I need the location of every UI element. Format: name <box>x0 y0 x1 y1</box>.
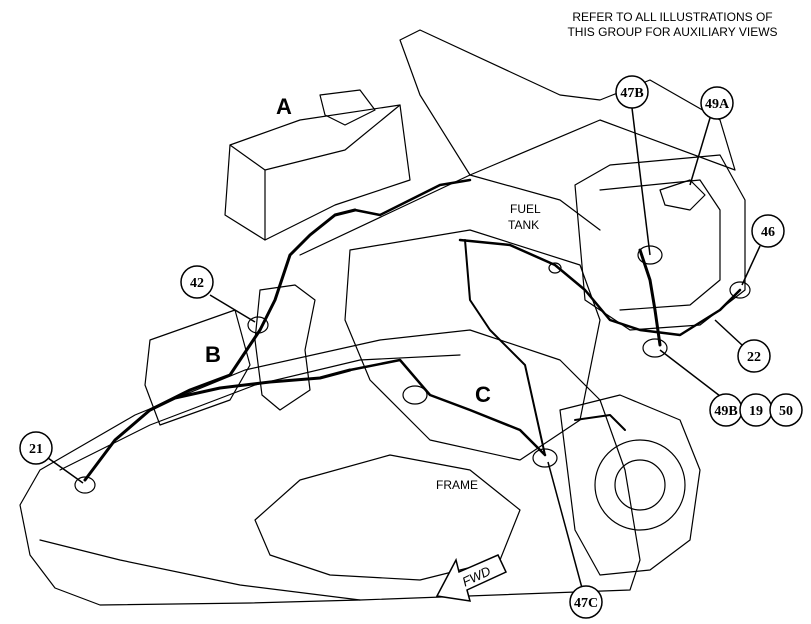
connector-fuel <box>548 262 562 274</box>
fwd-arrow-icon <box>435 554 508 602</box>
harness-engine <box>638 248 662 347</box>
callout-42-label: 42 <box>190 276 204 291</box>
battery-a <box>224 104 411 241</box>
leader-49b <box>659 349 721 397</box>
connector-21 <box>74 476 96 494</box>
callout-47c: 47C <box>569 585 603 619</box>
callout-22-label: 22 <box>747 350 761 365</box>
upper-frame-edge <box>299 174 601 256</box>
callout-50-label: 50 <box>779 404 793 419</box>
callout-22: 22 <box>737 339 771 373</box>
connector-47b <box>637 245 663 265</box>
callout-21-label: 21 <box>29 442 43 457</box>
leader-46 <box>741 245 761 286</box>
reference-note: REFER TO ALL ILLUSTRATIONS OF THIS GROUP… <box>540 10 805 40</box>
leader-42 <box>209 294 256 323</box>
harness-drop <box>464 239 546 456</box>
engine-block <box>574 154 746 331</box>
fuel-tank-label-line-1: FUEL <box>510 202 541 216</box>
connector-47c <box>532 448 558 468</box>
engine-detail <box>599 179 721 311</box>
callout-49b-label: 49B <box>714 404 737 419</box>
callout-50: 50 <box>769 393 803 427</box>
callout-21: 21 <box>19 431 53 465</box>
section-label-a: A <box>276 94 292 119</box>
battery-terminals <box>319 89 376 126</box>
leader-lines <box>47 107 761 589</box>
connector-42 <box>247 316 269 334</box>
leader-21 <box>47 457 84 484</box>
connector-49b <box>642 338 668 358</box>
section-label-c: C <box>475 382 491 407</box>
callout-47c-label: 47C <box>574 596 598 611</box>
upper-frame <box>399 29 736 176</box>
frame-rail-top <box>59 354 461 471</box>
connector-cluster <box>254 284 316 411</box>
fuel-tank-plate <box>344 229 601 461</box>
callout-49a: 49A <box>700 86 734 120</box>
callout-49b: 49B <box>709 393 743 427</box>
leader-47c <box>547 461 583 589</box>
connector-46 <box>729 281 751 299</box>
callout-46-label: 46 <box>761 225 775 240</box>
harness-fuel <box>458 238 742 337</box>
callout-42: 42 <box>180 265 214 299</box>
exhaust-pipe <box>659 179 706 211</box>
callout-19: 19 <box>739 393 773 427</box>
callout-47b-label: 47B <box>620 86 643 101</box>
frame-crossmember <box>254 454 521 581</box>
fuel-tank-label-line-2: TANK <box>508 218 539 232</box>
leader-47b <box>631 107 651 256</box>
frame-label: FRAME <box>436 478 478 492</box>
connector-center <box>402 385 428 405</box>
reference-note-line-1: REFER TO ALL ILLUSTRATIONS OF <box>572 10 773 24</box>
section-label-b: B <box>205 342 221 367</box>
leader-22 <box>714 319 743 346</box>
transmission-bell <box>594 439 686 531</box>
callout-47b: 47B <box>615 75 649 109</box>
harness-upper <box>353 178 472 217</box>
reference-note-line-2: THIS GROUP FOR AUXILIARY VIEWS <box>567 25 778 39</box>
leader-49a <box>689 117 711 186</box>
harness-center <box>348 358 547 457</box>
chassis-frame <box>19 329 641 606</box>
fwd-arrow: FWD <box>435 554 508 602</box>
callout-46: 46 <box>751 214 785 248</box>
frame-rail-lower <box>39 539 361 601</box>
battery-a-top <box>229 104 401 171</box>
harness-right <box>574 414 626 431</box>
harness-left <box>148 368 352 412</box>
harness-main <box>83 208 357 482</box>
callout-19-label: 19 <box>749 404 763 419</box>
callout-49a-label: 49A <box>705 97 730 112</box>
transmission-housing <box>559 394 701 576</box>
transmission-hub <box>614 459 666 511</box>
